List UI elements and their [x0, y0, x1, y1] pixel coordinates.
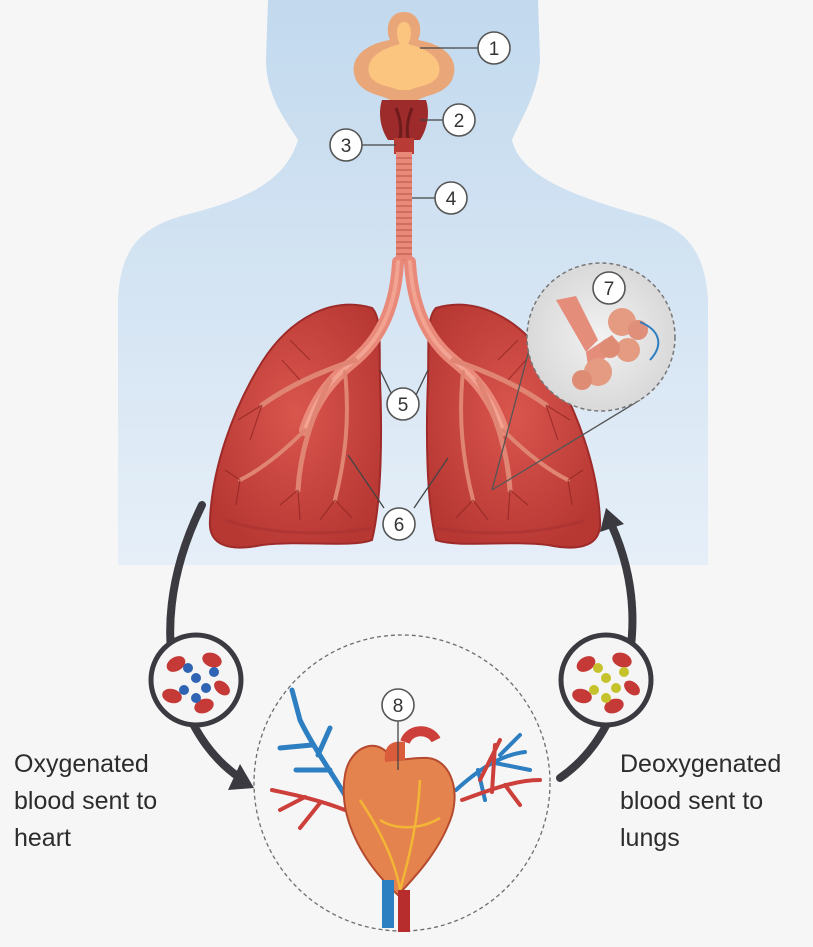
callout-5: 5: [387, 388, 419, 420]
callout-2: 2: [443, 104, 475, 136]
oxygenated-blood-caption: Oxygenated blood sent to heart: [14, 746, 157, 857]
caption-line: lungs: [620, 820, 781, 857]
callout-number: 1: [489, 39, 500, 60]
callout-4: 4: [435, 182, 467, 214]
deoxygenated-blood-caption: Deoxygenated blood sent to lungs: [620, 746, 781, 857]
callout-number: 7: [604, 279, 615, 300]
callout-number: 6: [394, 515, 405, 536]
callout-3: 3: [330, 129, 362, 161]
caption-line: heart: [14, 820, 157, 857]
callout-number: 5: [398, 395, 409, 416]
caption-line: blood sent to: [14, 783, 157, 820]
callout-number: 2: [454, 111, 465, 132]
callout-8: 8: [382, 689, 414, 721]
caption-line: blood sent to: [620, 783, 781, 820]
callout-number: 8: [393, 696, 404, 717]
callout-6: 6: [383, 508, 415, 540]
caption-line: Oxygenated: [14, 746, 157, 783]
callout-1: 1: [478, 32, 510, 64]
callout-number: 4: [446, 189, 457, 210]
callout-number: 3: [341, 136, 352, 157]
caption-line: Deoxygenated: [620, 746, 781, 783]
callout-7: 7: [593, 272, 625, 304]
